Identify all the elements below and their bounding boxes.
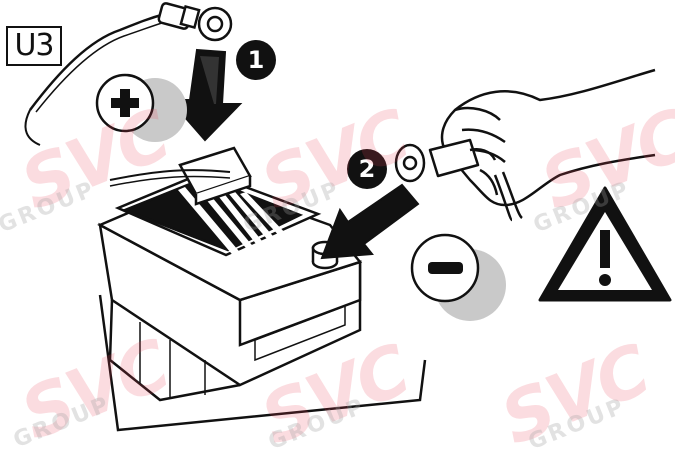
battery-connection-illustration <box>0 0 675 439</box>
step-1-badge: 1 <box>236 40 276 80</box>
diagram-canvas: U3 1 2 SVC GROUP SVC GROUP SVC GROUP SVC… <box>0 0 675 439</box>
step-2-arrow <box>322 185 418 258</box>
ring-terminal-top <box>158 2 231 40</box>
step-2-badge: 2 <box>347 149 387 189</box>
plus-icon <box>97 75 187 142</box>
hand-with-clamp <box>396 70 655 220</box>
minus-icon <box>412 235 506 321</box>
figure-label: U3 <box>6 26 62 66</box>
battery <box>100 148 425 430</box>
warning-triangle-icon <box>540 188 670 300</box>
